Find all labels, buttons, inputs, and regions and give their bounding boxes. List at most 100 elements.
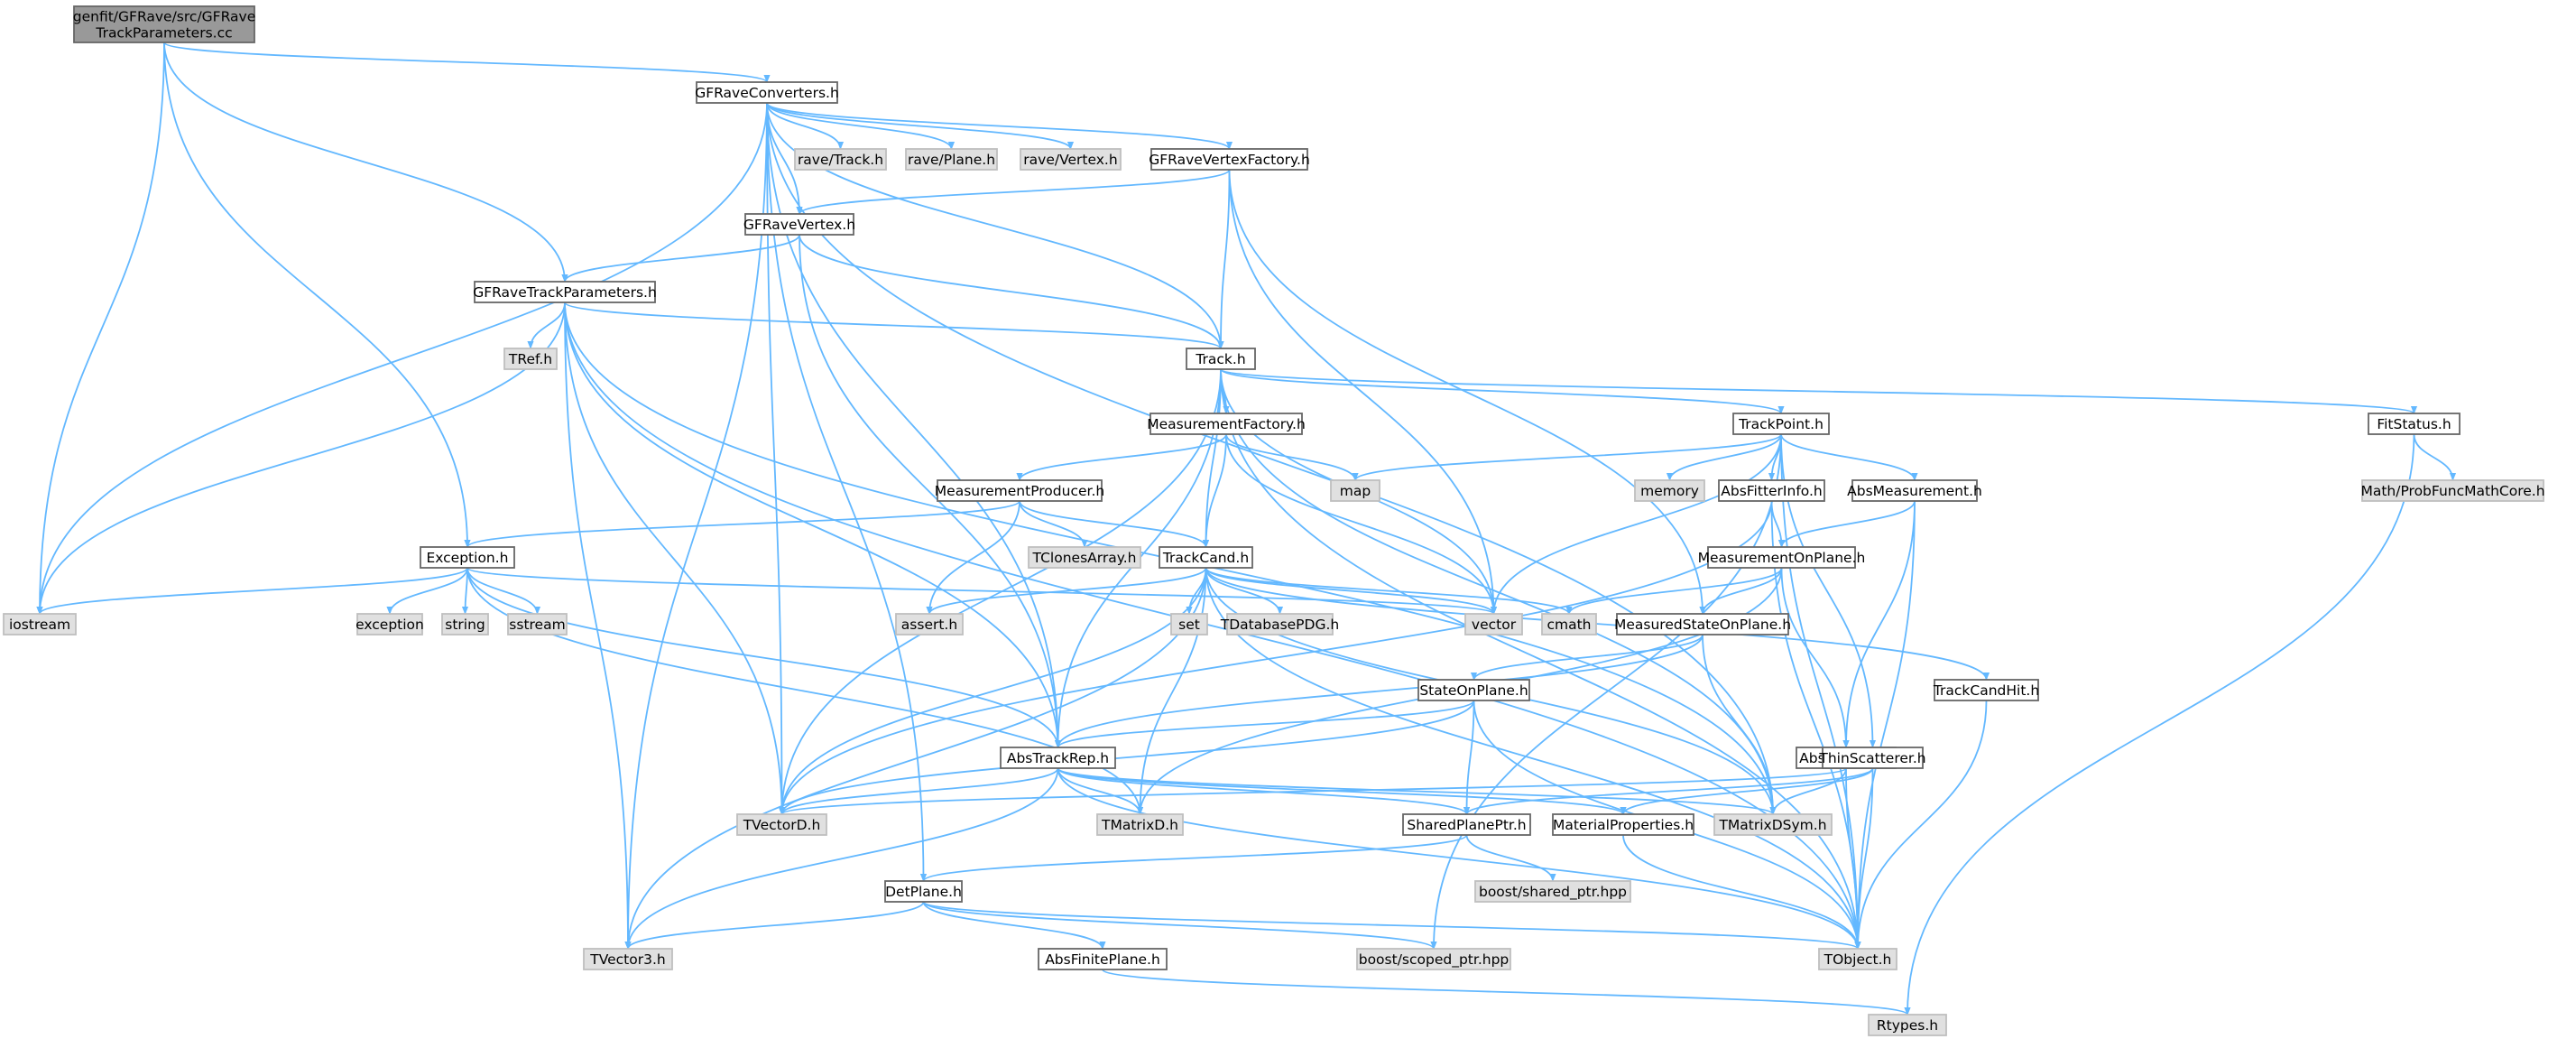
- node-box[interactable]: [1616, 613, 1789, 635]
- node-msop[interactable]: MeasuredStateOnPlane.h: [1614, 613, 1791, 635]
- header-nodes: genfit/GFRave/src/GFRaveTrackParameters.…: [3, 5, 2545, 1036]
- node-exception[interactable]: Exception.h: [420, 546, 515, 569]
- node-box[interactable]: [1552, 813, 1694, 836]
- node-box[interactable]: [73, 5, 255, 43]
- node-box: [2361, 479, 2544, 502]
- edge-track-to-tpoint: [1220, 368, 1785, 414]
- node-rtypes: Rtypes.h: [1868, 1014, 1947, 1036]
- edge-msop-to-atr: [1054, 634, 1703, 748]
- node-box: [905, 148, 998, 171]
- edge-exception-to-sstream: [466, 567, 541, 615]
- edge-msop-to-sop: [1470, 634, 1703, 681]
- edge-mop-to-msop: [1699, 567, 1783, 615]
- node-box[interactable]: [1417, 679, 1530, 701]
- node-label: exception: [355, 617, 424, 633]
- node-track[interactable]: Track.h: [1186, 348, 1256, 370]
- node-conv[interactable]: GFRaveConverters.h: [695, 81, 839, 104]
- node-box[interactable]: [1150, 148, 1308, 171]
- node-atr[interactable]: AbsTrackRep.h: [1000, 747, 1116, 769]
- node-detplane[interactable]: DetPlane.h: [884, 880, 963, 903]
- node-root[interactable]: genfit/GFRave/src/GFRaveTrackParameters.…: [73, 5, 255, 43]
- node-tcand[interactable]: TrackCand.h: [1159, 546, 1253, 569]
- node-box[interactable]: [1851, 479, 1978, 502]
- edge-vfact-to-track: [1217, 169, 1231, 349]
- node-box[interactable]: [696, 81, 838, 104]
- node-box[interactable]: [474, 281, 656, 303]
- node-iostream: iostream: [3, 613, 77, 635]
- edge-sop-to-atr: [1055, 700, 1475, 748]
- node-fitstatus[interactable]: FitStatus.h: [2368, 413, 2461, 435]
- node-thin[interactable]: ThinScatterer.h: [1818, 747, 1926, 769]
- node-gtp[interactable]: GFRaveTrackParameters.h: [473, 281, 657, 303]
- node-box[interactable]: [1150, 413, 1303, 435]
- node-box: [1713, 813, 1833, 836]
- node-box: [1330, 479, 1380, 502]
- node-box[interactable]: [1732, 413, 1830, 435]
- edge-atr-to-tv3: [624, 767, 1059, 950]
- node-label: memory: [1640, 483, 1699, 499]
- node-box[interactable]: [884, 880, 963, 903]
- node-afinfo[interactable]: AbsFitterInfo.h: [1718, 479, 1825, 502]
- node-afp[interactable]: AbsFinitePlane.h: [1038, 948, 1168, 970]
- node-tpoint[interactable]: TrackPoint.h: [1732, 413, 1830, 435]
- node-box[interactable]: [2368, 413, 2461, 435]
- edge-tpoint-to-tobject: [1780, 433, 1861, 950]
- node-box: [1818, 948, 1897, 970]
- node-sop[interactable]: StateOnPlane.h: [1417, 679, 1530, 701]
- node-label: iostream: [9, 617, 70, 633]
- node-box: [895, 613, 964, 635]
- node-box: [441, 613, 489, 635]
- node-label: GFRaveConverters.h: [695, 85, 839, 101]
- edge-mfact-to-mprod: [1016, 433, 1227, 481]
- edge-detplane-to-tobject: [922, 901, 1861, 950]
- edge-exception-to-exc: [386, 567, 468, 615]
- node-tch[interactable]: TrackCandHit.h: [1933, 679, 2039, 701]
- node-label: TMatrixDSym.h: [1718, 817, 1826, 833]
- node-box[interactable]: [1822, 747, 1924, 769]
- node-ravevertex: rave/Vertex.h: [1020, 148, 1122, 171]
- node-matprop[interactable]: MaterialProperties.h: [1552, 813, 1694, 836]
- node-box: [1170, 613, 1208, 635]
- node-box[interactable]: [1718, 479, 1825, 502]
- node-gvertex[interactable]: GFRaveVertex.h: [743, 213, 855, 236]
- edge-absmeas-to-tobject: [1854, 500, 1916, 950]
- edge-absmeas-to-mop: [1777, 500, 1916, 548]
- edge-conv-to-iostream: [36, 102, 768, 615]
- node-label: genfit/GFRave/src/GFRave: [73, 9, 255, 25]
- node-label: rave/Track.h: [798, 152, 883, 168]
- node-box[interactable]: [420, 546, 515, 569]
- node-mprod[interactable]: MeasurementProducer.h: [935, 479, 1104, 502]
- node-mfact[interactable]: MeasurementFactory.h: [1147, 413, 1306, 435]
- edge-conv-to-atr: [766, 102, 1062, 748]
- node-label: TrackCand.h: [1162, 550, 1249, 566]
- edge-absmeas-to-ahm: [1842, 500, 1916, 748]
- edge-conv-to-track: [766, 102, 1224, 349]
- edge-gtp-to-atr: [564, 301, 1062, 748]
- node-box[interactable]: [937, 479, 1103, 502]
- node-spp[interactable]: SharedPlanePtr.h: [1402, 813, 1531, 836]
- node-box: [736, 813, 827, 836]
- node-vfact[interactable]: GFRaveVertexFactory.h: [1149, 148, 1310, 171]
- node-label: rave/Vertex.h: [1023, 152, 1117, 168]
- node-label: TClonesArray.h: [1032, 550, 1137, 566]
- node-box[interactable]: [1159, 546, 1253, 569]
- node-absmeas[interactable]: AbsMeasurement.h: [1847, 479, 1982, 502]
- edge-gvertex-to-track: [799, 234, 1224, 349]
- node-mop[interactable]: MeasurementOnPlane.h: [1698, 546, 1866, 569]
- node-box[interactable]: [1038, 948, 1168, 970]
- node-box[interactable]: [1402, 813, 1531, 836]
- node-box[interactable]: [1707, 546, 1856, 569]
- node-tv3: TVector3.h: [583, 948, 673, 970]
- node-box[interactable]: [1186, 348, 1256, 370]
- edge-thin-to-spp: [1463, 767, 1874, 815]
- edge-mfact-to-tcand: [1202, 433, 1227, 548]
- edge-atr-to-tmds: [1057, 767, 1777, 815]
- edge-detplane-to-tv3: [624, 901, 925, 950]
- edge-conv-to-ravetrack: [766, 102, 845, 150]
- node-box[interactable]: [1000, 747, 1116, 769]
- node-box[interactable]: [1934, 679, 2039, 701]
- node-box[interactable]: [744, 213, 854, 236]
- node-tobject: TObject.h: [1818, 948, 1897, 970]
- edge-track-to-tobject: [1220, 368, 1861, 950]
- node-tmds: TMatrixDSym.h: [1713, 813, 1833, 836]
